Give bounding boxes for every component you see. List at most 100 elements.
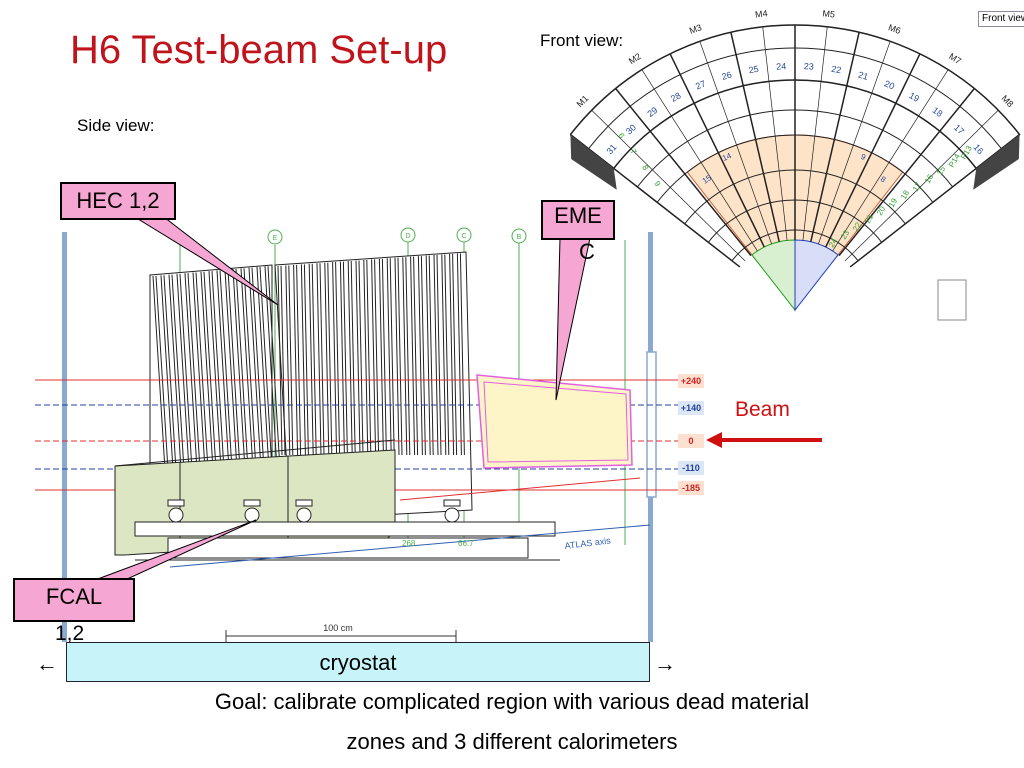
hec2-plate — [459, 253, 465, 456]
hec2-plate — [308, 263, 314, 456]
hec2-plate — [327, 262, 333, 456]
front-view-caption: Front view: — [540, 31, 624, 50]
front-side-label-left: 6 — [616, 132, 626, 141]
position-markers — [267, 227, 527, 245]
hec2-plate — [358, 260, 364, 456]
front-cell-number: 20 — [883, 78, 896, 91]
hec1-plate — [176, 273, 190, 471]
hec2-plate — [449, 253, 455, 456]
hec2-plate — [355, 260, 361, 456]
scale-bar — [225, 630, 457, 642]
hec1-plate — [232, 268, 246, 471]
front-cell-number: 30 — [624, 122, 638, 136]
front-cell-number: 28 — [669, 90, 683, 104]
hec1-plate — [219, 270, 233, 471]
front-right-edge — [973, 134, 1020, 190]
emec-callout-overflow: C — [579, 239, 595, 264]
front-inner-number: 9 — [859, 152, 867, 162]
hec1-plate — [224, 269, 238, 471]
hec2-plate — [280, 265, 286, 456]
hec2-plate — [441, 254, 447, 456]
front-cell-number: 16 — [971, 142, 985, 156]
emec-callout: EME — [541, 200, 615, 240]
hec2-plate — [378, 258, 384, 456]
hec2-plate — [332, 262, 338, 456]
front-side-label-right: 18 — [899, 188, 912, 201]
hec2-plate — [363, 259, 369, 456]
emec-inner-outline — [483, 381, 629, 463]
marker-b: B — [517, 234, 522, 241]
front-cell-number: 26 — [721, 70, 733, 82]
front-device-outline — [937, 279, 967, 321]
small-label-66: 66.7 — [458, 539, 474, 548]
hec1-plate — [227, 269, 241, 471]
hec2-plate — [413, 256, 419, 456]
level-tag-zero: 0 — [678, 434, 704, 448]
hec2-plate — [397, 257, 403, 456]
marker-c: C — [461, 233, 466, 240]
hec2-plate — [288, 265, 294, 456]
hec2-plate — [335, 262, 341, 456]
front-cell-number: 29 — [645, 105, 659, 119]
front-cell-number: 21 — [857, 70, 869, 82]
hec1-plate — [211, 271, 225, 471]
front-cell-number: 22 — [831, 64, 843, 76]
beam-arrow-head — [706, 432, 722, 448]
marker-e: E — [273, 235, 278, 242]
front-side-label-right: 20 — [875, 204, 888, 217]
hec1-plate — [200, 271, 214, 471]
level-tag-minus185: -185 — [678, 481, 704, 495]
front-module-label: M6 — [887, 22, 902, 36]
hec2-plate — [296, 264, 302, 456]
fcal-callout-overflow: 1,2 — [55, 622, 85, 645]
hec2-plate — [428, 255, 434, 456]
hec2-plate — [374, 259, 380, 456]
hec2-plate — [366, 259, 372, 456]
arrow-right-icon: → — [654, 651, 676, 676]
front-cell-number: 17 — [952, 122, 966, 136]
front-module-label: M5 — [822, 10, 836, 20]
front-inner-number: 8 — [879, 174, 888, 184]
hec1-plate — [208, 271, 222, 471]
front-side-label-left: 7 — [628, 148, 638, 157]
hec1-plate — [163, 275, 177, 471]
arrow-left-icon: ← — [36, 651, 58, 676]
front-cell-number: 19 — [907, 90, 921, 104]
marker-d: D — [405, 233, 410, 240]
emec-module — [476, 374, 633, 469]
small-label-268: 268 — [402, 539, 416, 548]
hec2-plate — [285, 265, 291, 456]
hec2-plate — [405, 257, 411, 456]
hec1-plate — [171, 274, 185, 471]
hec2-plate — [316, 263, 322, 456]
front-side-label-right: 17 — [911, 180, 924, 193]
scale-bar-label: 100 cm — [323, 623, 353, 633]
hec1-plate — [179, 273, 193, 471]
hec1-plate — [184, 273, 198, 471]
hec1-plate — [216, 270, 230, 471]
cryostat-wall-left — [62, 232, 67, 642]
hec2-plate — [303, 264, 309, 456]
hec-callout: HEC 1,2 — [60, 182, 176, 220]
front-module-label: M1 — [574, 93, 590, 109]
hec2-plate — [425, 255, 431, 456]
atlas-axis-label: ATLAS axis — [564, 535, 612, 551]
atlas-axis-line — [169, 524, 651, 568]
hec1-plate — [152, 275, 166, 471]
goal-text-line1: Goal: calibrate complicated region with … — [214, 689, 810, 714]
front-module-label: M7 — [947, 51, 963, 66]
beam-window — [646, 351, 657, 498]
hec2-plate — [277, 265, 283, 456]
hec2-plate — [444, 254, 450, 456]
hec1-plate — [155, 275, 169, 471]
hec1-plate — [259, 266, 273, 471]
hec2-plate — [342, 261, 348, 456]
front-inner-number: 14 — [721, 151, 733, 163]
hec2-plate — [347, 261, 353, 456]
beam-label: Beam — [735, 398, 790, 421]
front-fcal1-sector — [751, 239, 796, 312]
hec2-plate — [339, 261, 345, 456]
hec2-plate — [389, 258, 395, 456]
